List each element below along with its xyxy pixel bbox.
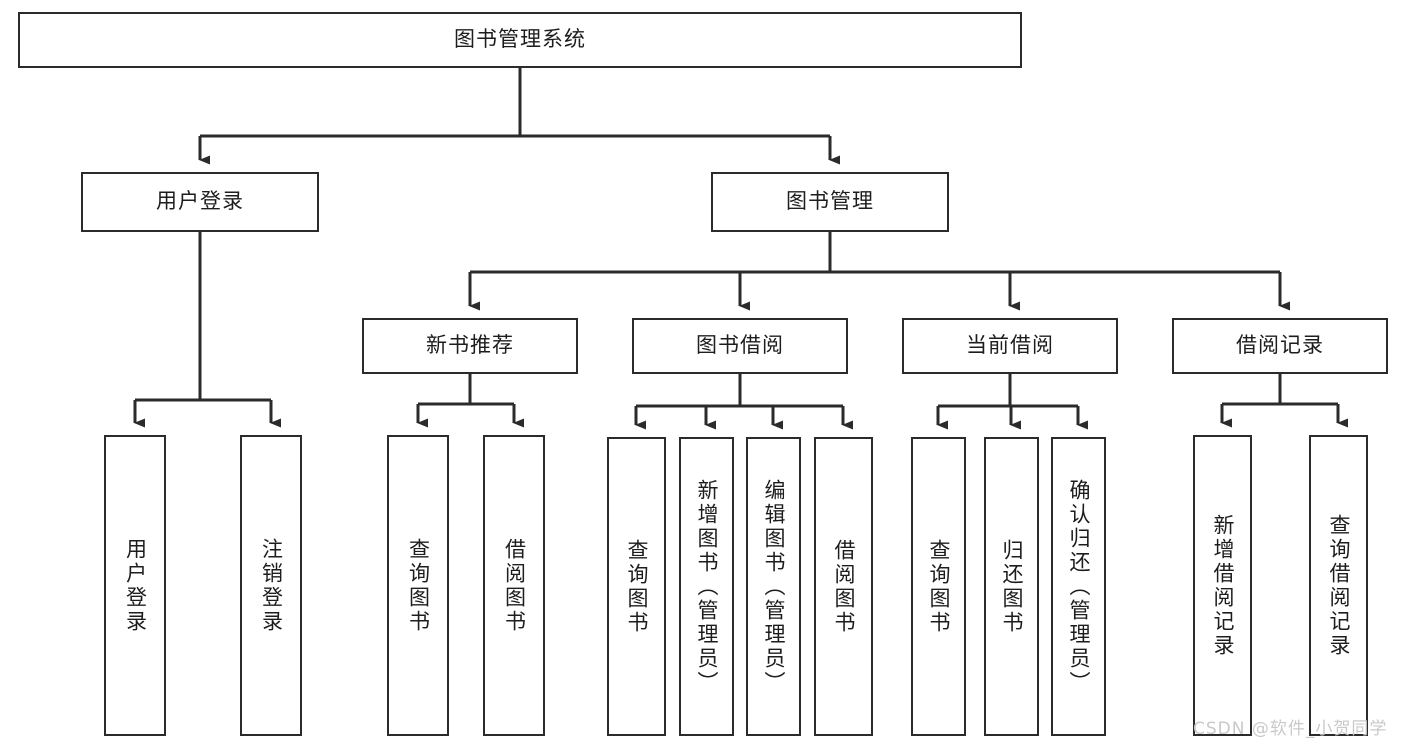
node-leaf-编辑图书-管理员-6[interactable]: 编辑图书（管理员） bbox=[746, 437, 801, 736]
node-label: 用户登录 bbox=[123, 537, 148, 634]
node-leaf-查询图书-8[interactable]: 查询图书 bbox=[911, 437, 966, 736]
tree-connectors bbox=[133, 68, 1348, 430]
node-label: 查询图书 bbox=[625, 538, 649, 635]
node-l2-图书管理-1[interactable]: 图书管理 bbox=[711, 172, 949, 232]
node-label: 图书管理系统 bbox=[454, 27, 586, 52]
node-label: 编辑图书（管理员） bbox=[762, 478, 786, 695]
node-label: 图书借阅 bbox=[696, 333, 784, 358]
node-leaf-借阅图书-3[interactable]: 借阅图书 bbox=[483, 435, 545, 736]
node-label: 借阅图书 bbox=[832, 538, 856, 635]
node-label: 用户登录 bbox=[156, 189, 244, 214]
node-l3-图书借阅-1[interactable]: 图书借阅 bbox=[632, 318, 848, 374]
node-l3-当前借阅-2[interactable]: 当前借阅 bbox=[902, 318, 1118, 374]
node-leaf-用户登录-0[interactable]: 用户登录 bbox=[104, 435, 166, 736]
node-l3-新书推荐-0[interactable]: 新书推荐 bbox=[362, 318, 578, 374]
node-leaf-确认归还-管理员-10[interactable]: 确认归还（管理员） bbox=[1051, 437, 1106, 736]
node-label: 确认归还（管理员） bbox=[1067, 478, 1091, 695]
node-root-图书管理系统[interactable]: 图书管理系统 bbox=[18, 12, 1022, 68]
node-label: 图书管理 bbox=[786, 189, 874, 214]
node-label: 注销登录 bbox=[259, 537, 284, 634]
node-label: 借阅图书 bbox=[502, 537, 527, 634]
node-leaf-注销登录-1[interactable]: 注销登录 bbox=[240, 435, 302, 736]
node-leaf-查询借阅记录-12[interactable]: 查询借阅记录 bbox=[1309, 435, 1368, 736]
node-label: 查询图书 bbox=[927, 538, 951, 635]
node-leaf-新增图书-管理员-5[interactable]: 新增图书（管理员） bbox=[679, 437, 734, 736]
node-l3-借阅记录-3[interactable]: 借阅记录 bbox=[1172, 318, 1388, 374]
node-label: 查询借阅记录 bbox=[1327, 513, 1351, 658]
watermark-text: CSDN @软件_小贺同学 bbox=[1193, 719, 1388, 739]
node-label: 归还图书 bbox=[1000, 538, 1024, 635]
node-leaf-归还图书-9[interactable]: 归还图书 bbox=[984, 437, 1039, 736]
node-label: 新书推荐 bbox=[426, 333, 514, 358]
node-label: 新增图书（管理员） bbox=[695, 478, 719, 695]
node-leaf-借阅图书-7[interactable]: 借阅图书 bbox=[814, 437, 873, 736]
node-label: 查询图书 bbox=[406, 537, 431, 634]
node-label: 借阅记录 bbox=[1236, 333, 1324, 358]
node-leaf-查询图书-4[interactable]: 查询图书 bbox=[607, 437, 666, 736]
node-leaf-新增借阅记录-11[interactable]: 新增借阅记录 bbox=[1193, 435, 1252, 736]
node-l2-用户登录-0[interactable]: 用户登录 bbox=[81, 172, 319, 232]
node-leaf-查询图书-2[interactable]: 查询图书 bbox=[387, 435, 449, 736]
node-label: 新增借阅记录 bbox=[1211, 513, 1235, 658]
node-label: 当前借阅 bbox=[966, 333, 1054, 358]
